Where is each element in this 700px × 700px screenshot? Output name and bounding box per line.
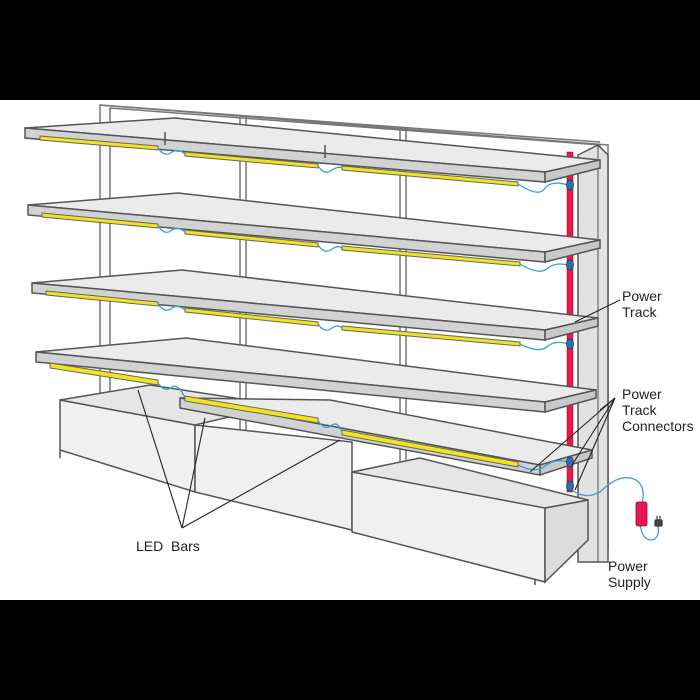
- led-bar: [49, 362, 159, 386]
- wires: [157, 147, 660, 541]
- shelving-diagram: [24, 104, 663, 585]
- connector: [566, 456, 574, 468]
- leader-lines: [137, 299, 621, 529]
- led-bar: [341, 325, 521, 347]
- led-bar: [184, 307, 319, 327]
- led-bar: [184, 229, 319, 248]
- label-power-track: Power Track: [622, 288, 662, 320]
- led-bar: [45, 290, 159, 307]
- led-bar: [341, 245, 521, 267]
- power-track-connectors: [566, 179, 574, 492]
- shelf-tier-3: [31, 269, 599, 341]
- shelf-tier-4: [35, 337, 597, 413]
- led-bar: [341, 165, 519, 187]
- plug-icon: [654, 516, 663, 527]
- connector: [566, 259, 574, 271]
- label-power-supply: Power Supply: [608, 558, 651, 590]
- led-bar: [341, 429, 519, 468]
- connector: [566, 480, 574, 492]
- led-bar: [39, 135, 159, 151]
- connector: [566, 179, 574, 191]
- shelf-tier-1: [24, 117, 601, 183]
- power-supply-box: [635, 501, 648, 527]
- shelf-tier-2: [27, 192, 601, 263]
- led-bars: [39, 135, 521, 468]
- diagram-canvas: Power Track Power Track Connectors LED B…: [0, 100, 700, 600]
- led-bar: [184, 151, 319, 169]
- connector: [566, 338, 574, 350]
- label-led-bars: LED Bars: [136, 538, 200, 554]
- label-power-track-connectors: Power Track Connectors: [622, 386, 694, 434]
- led-bar: [184, 395, 319, 424]
- led-bar: [41, 212, 159, 229]
